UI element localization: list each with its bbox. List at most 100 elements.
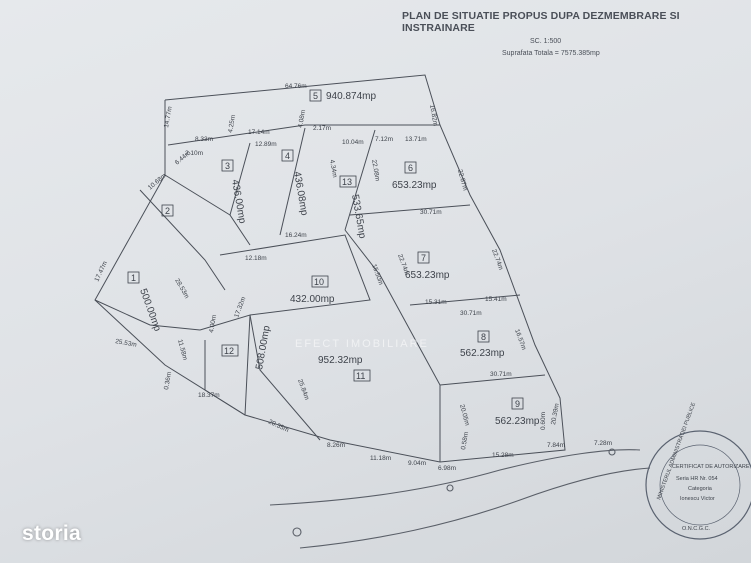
dimension: 7.12m xyxy=(375,136,393,143)
svg-text:533.65mp: 533.65mp xyxy=(349,194,368,240)
svg-text:10: 10 xyxy=(314,277,324,287)
dimension: 0.58m xyxy=(460,431,470,450)
dimension: 25.84m xyxy=(296,378,310,401)
lot-label-13: 13 533.65mp xyxy=(339,175,368,240)
svg-text:Seria HR Nr. 054: Seria HR Nr. 054 xyxy=(676,476,718,482)
dimension: 15.31m xyxy=(425,299,447,306)
svg-text:500.00mp: 500.00mp xyxy=(137,287,163,333)
svg-text:562.23mp: 562.23mp xyxy=(495,416,540,427)
dimension: 18.37m xyxy=(198,392,220,399)
dimension: 4.34m xyxy=(328,159,338,178)
dimension: 0.60m xyxy=(540,412,547,430)
svg-text:5: 5 xyxy=(313,91,318,101)
official-stamp: CERTIFICAT DE AUTORIZARE Seria HR Nr. 05… xyxy=(645,402,751,540)
svg-text:508.00mp: 508.00mp xyxy=(254,324,273,370)
dimension: 15.28m xyxy=(492,452,514,459)
svg-text:9: 9 xyxy=(515,399,520,409)
lot-6-7-border xyxy=(349,204,471,216)
lot-13-border xyxy=(344,129,376,231)
lot-1-2-border xyxy=(139,189,226,291)
dimension: 14.77m xyxy=(163,106,174,129)
lot-label-11: 11 952.32mp xyxy=(318,355,371,382)
lot-label-6: 6 653.23mp xyxy=(392,161,437,191)
dimension: 13.71m xyxy=(405,136,427,143)
dimension: 10.04m xyxy=(342,139,364,146)
lot-11-border xyxy=(249,314,321,441)
lot-5-border xyxy=(167,124,440,146)
access-road xyxy=(269,448,651,549)
dimension: 22.08m xyxy=(370,159,381,182)
dimension: 6.98m xyxy=(438,465,456,472)
svg-text:653.23mp: 653.23mp xyxy=(405,270,450,281)
svg-text:2: 2 xyxy=(165,206,170,216)
svg-text:1: 1 xyxy=(131,273,136,283)
lot-8-9-border xyxy=(439,374,546,386)
dimension: 9.04m xyxy=(408,460,426,467)
dimension: 4.00m xyxy=(208,314,218,333)
lot-12-inner xyxy=(204,340,246,416)
lot-label-2: 2 xyxy=(161,204,174,217)
dimension: 2.10m xyxy=(185,150,203,157)
plan-scale: SC. 1:500 xyxy=(530,38,562,45)
lot-label-5: 5 940.874mp xyxy=(309,89,376,102)
svg-text:Ionescu Victor: Ionescu Victor xyxy=(680,496,715,502)
plan-title: PLAN DE SITUATIE PROPUS DUPA DEZMEMBRARE… xyxy=(402,10,680,34)
svg-text:3: 3 xyxy=(225,161,230,171)
dimension: 12.18m xyxy=(245,255,267,262)
dimension: 12.89m xyxy=(255,141,277,148)
dimension: 6.44m xyxy=(174,150,192,167)
storia-logo: storia xyxy=(22,522,81,545)
lot-4-border xyxy=(279,127,306,236)
dimension: 28.53m xyxy=(173,278,190,300)
svg-text:436.08mp: 436.08mp xyxy=(291,171,310,217)
lot-label-1: 1 500.00mp xyxy=(127,271,163,333)
dimension: 8.33m xyxy=(195,136,213,143)
dimension: 4.08m xyxy=(297,109,307,128)
dimension: 15.50m xyxy=(370,263,384,286)
svg-text:6: 6 xyxy=(408,163,413,173)
svg-text:O.N.C.G.C.: O.N.C.G.C. xyxy=(682,526,711,532)
svg-text:8: 8 xyxy=(481,332,486,342)
lot-label-3: 3 436.00mp xyxy=(221,159,248,225)
svg-text:952.32mp: 952.32mp xyxy=(318,355,363,366)
svg-text:432.00mp: 432.00mp xyxy=(290,294,335,305)
svg-text:4: 4 xyxy=(285,151,290,161)
dimension: 4.25m xyxy=(227,114,237,133)
svg-text:11: 11 xyxy=(356,371,365,381)
dimension: 25.53m xyxy=(115,338,138,349)
dimension: 0.36m xyxy=(163,371,173,390)
dimension: 16.82m xyxy=(428,104,439,127)
lot-label-7: 7 653.23mp xyxy=(405,251,450,281)
dimension-labels: 64.76m 16.82m 14.77m 8.33m 4.25m 17.14m … xyxy=(93,83,612,472)
lot-7-8-border xyxy=(409,294,521,306)
dimension: 30.71m xyxy=(420,209,442,216)
lot-10-border xyxy=(219,234,371,316)
dimension: 17.32m xyxy=(233,296,247,319)
svg-text:CERTIFICAT DE AUTORIZARE: CERTIFICAT DE AUTORIZARE xyxy=(672,464,750,470)
lot-boundaries xyxy=(94,74,566,463)
dimension: 30.71m xyxy=(490,371,512,378)
dimension: 22.87m xyxy=(456,169,468,192)
lot-label-10: 10 432.00mp xyxy=(290,275,335,305)
dimension: 22.74m xyxy=(490,248,504,271)
dimension: 64.76m xyxy=(285,83,307,90)
svg-text:7: 7 xyxy=(421,253,426,263)
lot-label-8: 8 562.23mp xyxy=(460,330,505,359)
lot-2-border xyxy=(164,174,231,216)
lot-1-border xyxy=(94,299,201,331)
svg-text:653.23mp: 653.23mp xyxy=(392,180,437,191)
dimension: 20.39m xyxy=(550,403,561,426)
svg-text:13: 13 xyxy=(342,177,352,187)
center-boundary xyxy=(344,229,441,462)
svg-text:562.23mp: 562.23mp xyxy=(460,348,505,359)
dimension: 7.28m xyxy=(594,440,612,447)
lot-label-9: 9 562.23mp xyxy=(495,397,540,427)
lot-12-border xyxy=(199,314,251,416)
dimension: 7.84m xyxy=(547,442,565,449)
dimension: 22.74m xyxy=(396,253,410,276)
plan-total-area: Suprafata Totala = 7575.385mp xyxy=(502,50,600,57)
outer-boundary xyxy=(94,74,566,463)
dimension: 17.14m xyxy=(248,129,270,136)
svg-text:12: 12 xyxy=(224,346,234,356)
